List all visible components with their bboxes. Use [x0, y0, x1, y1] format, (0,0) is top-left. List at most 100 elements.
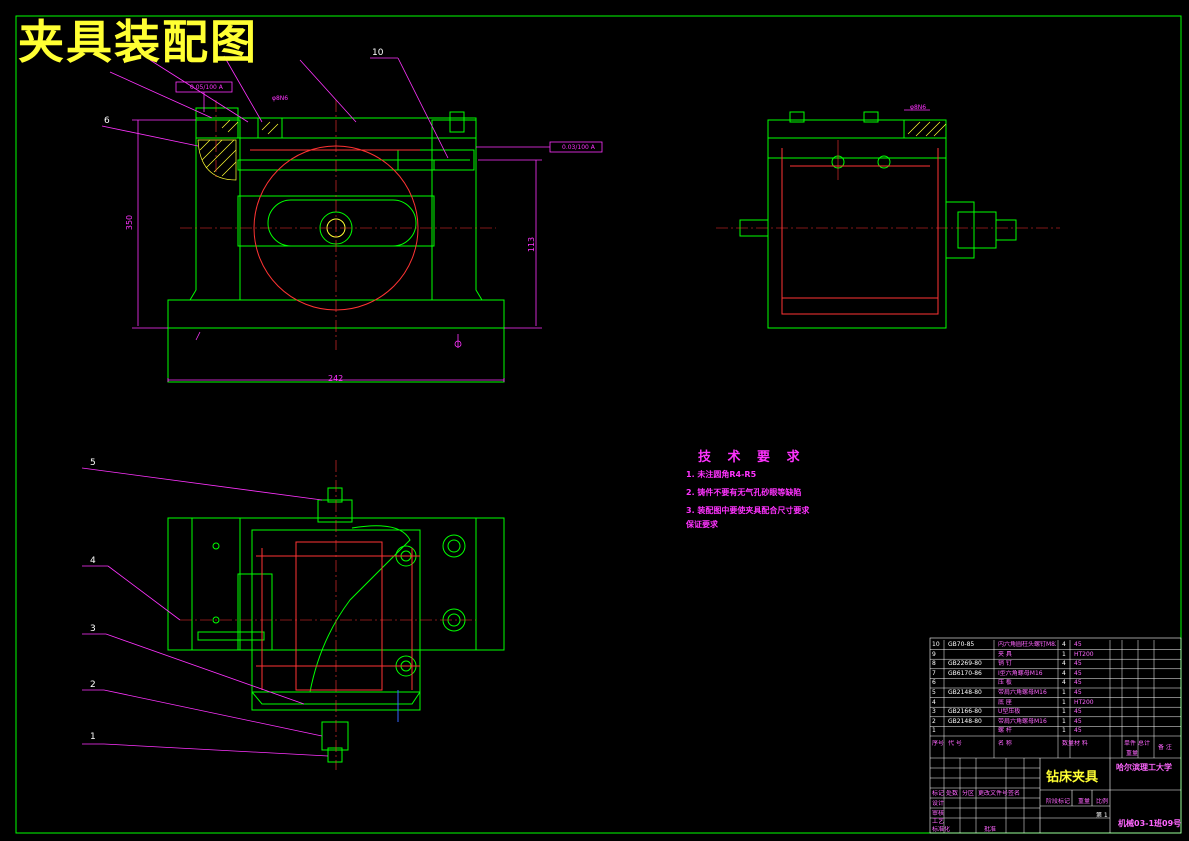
parts-row-6-no: 6 [932, 679, 936, 687]
front-dimensions [101, 55, 603, 382]
tb-drawing-no: 机械03-1班09号 [1118, 819, 1182, 828]
parts-row-5-code: GB2148-80 [948, 689, 982, 696]
parts-row-5-name: 带肩六角螺母M16 [998, 689, 1047, 696]
dim-width-bottom: 242 [328, 374, 344, 383]
drawing-border [15, 15, 1182, 834]
parts-row-4-qty: 1 [1062, 698, 1066, 706]
parts-row-4-mat: HT200 [1074, 698, 1094, 706]
tolerance-fit-side: φ8N6 [910, 104, 927, 111]
parts-row-6-name: 压 板 [998, 679, 1012, 687]
tb-drawing-name: 钻床夹具 [1046, 770, 1099, 785]
parts-row-10-no: 10 [932, 641, 940, 648]
parts-row-9-mat: HT200 [1074, 650, 1094, 658]
parts-row-7-name: Ⅰ型六角螺母M16 [998, 669, 1043, 677]
parts-row-5-mat: 45 [1074, 689, 1082, 696]
parts-row-9-no: 9 [932, 650, 936, 658]
dim-height-right: 113 [527, 236, 537, 253]
parts-row-7-mat: 45 [1074, 669, 1082, 677]
tech-requirement-4: 保证要求 [686, 520, 718, 529]
parts-header-mat: 材 料 [1074, 740, 1088, 747]
tech-requirement-3: 3. 装配图中要使夹具配合尺寸要求 [686, 506, 810, 515]
parts-row-4-no: 4 [932, 698, 936, 706]
tb-sign-6: 审核 [932, 810, 945, 817]
parts-row-8-qty: 4 [1062, 660, 1066, 668]
parts-header-qty: 数量 [1062, 740, 1075, 747]
tb-sign-5: 设计 [932, 800, 945, 807]
front-hatch [197, 119, 279, 181]
parts-row-2-mat: 45 [1074, 717, 1082, 725]
tech-requirement-1: 1. 未注圆角R4-R5 [686, 470, 757, 479]
parts-row-1-qty: 1 [1062, 727, 1066, 735]
tb-school: 哈尔滨理工大学 [1116, 763, 1172, 772]
tb-sign-4: 签名 [1008, 790, 1021, 797]
balloon-1: 1 [90, 732, 96, 742]
tb-sign-2: 分区 [962, 790, 975, 797]
tb-scale: 比例 [1096, 798, 1109, 805]
tb-weight: 重量 [1078, 798, 1091, 805]
parts-header-name: 名 称 [998, 740, 1012, 747]
parts-row-8-no: 8 [932, 660, 936, 668]
tolerance-flatness: 0.05/100 A [190, 84, 223, 91]
parts-row-2-name: 带肩六角螺母M16 [998, 717, 1047, 725]
title-block-grid [929, 637, 1182, 834]
parts-row-2-no: 2 [932, 717, 936, 725]
tb-sign-7: 工艺 [932, 818, 945, 825]
parts-row-10-code: GB70-85 [948, 641, 975, 648]
balloon-5: 5 [90, 458, 96, 468]
parts-row-8-mat: 45 [1074, 660, 1082, 668]
tb-sign-9: 批准 [984, 826, 997, 833]
tolerance-parallel: 0.03/100 A [562, 144, 595, 151]
tech-requirement-2: 2. 铸件不要有无气孔砂眼等缺陷 [686, 488, 802, 497]
parts-row-3-qty: 1 [1062, 708, 1066, 716]
tb-sign-8: 标准化 [932, 826, 951, 833]
parts-row-1-no: 1 [932, 727, 936, 735]
title-block-rows [930, 640, 1181, 833]
parts-row-6-mat: 45 [1074, 679, 1082, 687]
parts-header-code: 代 号 [948, 740, 962, 747]
side-view-red [716, 140, 1060, 315]
parts-row-3-mat: 45 [1074, 708, 1082, 716]
parts-row-7-qty: 4 [1062, 669, 1066, 677]
balloon-4: 4 [90, 556, 96, 566]
top-view-red [180, 460, 476, 770]
balloon-3: 3 [90, 624, 96, 634]
parts-row-10-name: 内六角圆柱头螺钉M8X40 [998, 641, 1056, 648]
parts-row-10-mat: 45 [1074, 641, 1082, 648]
parts-row-5-qty: 1 [1062, 689, 1066, 696]
parts-header-no: 序号 [932, 740, 945, 747]
tb-stage: 阶段标记 [1046, 798, 1071, 805]
parts-row-9-qty: 1 [1062, 650, 1066, 658]
drawing-title: 夹具装配图 [18, 15, 258, 69]
tb-side-total: 总计 [1138, 740, 1151, 747]
tb-sign-3: 更改文件号 [978, 790, 1009, 797]
parts-row-3-code: GB2166-80 [948, 708, 982, 716]
side-view [739, 111, 1017, 329]
tb-side-remark: 备 注 [1158, 744, 1172, 751]
tb-side-single: 单件 [1124, 740, 1137, 747]
tolerance-fit-front: φ8N6 [272, 95, 289, 102]
parts-row-7-code: GB6170-86 [948, 669, 982, 677]
parts-row-6-qty: 4 [1062, 679, 1066, 687]
tb-sheet: 第 1 [1096, 812, 1108, 819]
parts-row-7-no: 7 [932, 669, 936, 677]
parts-row-4-name: 底 座 [998, 698, 1012, 706]
tb-sign-0: 标记 [932, 790, 945, 797]
parts-row-3-no: 3 [932, 708, 936, 716]
parts-row-2-code: GB2148-80 [948, 717, 982, 725]
parts-row-10-qty: 4 [1062, 641, 1066, 648]
side-hatch [907, 121, 947, 137]
balloon-10: 10 [372, 48, 384, 58]
parts-row-8-name: 销 钉 [998, 660, 1012, 668]
parts-row-5-no: 5 [932, 689, 936, 696]
tb-sign-1: 处数 [946, 790, 959, 797]
front-centerlines [180, 100, 496, 350]
balloon-2: 2 [90, 680, 96, 690]
parts-row-2-qty: 1 [1062, 717, 1066, 725]
balloon-6: 6 [104, 116, 110, 126]
top-leaders [81, 467, 329, 757]
parts-row-3-name: U型压板 [998, 708, 1021, 716]
parts-row-9-name: 夹 具 [998, 650, 1012, 658]
parts-row-8-code: GB2269-80 [948, 660, 982, 668]
tech-requirements-heading: 技 术 要 求 [698, 450, 806, 465]
